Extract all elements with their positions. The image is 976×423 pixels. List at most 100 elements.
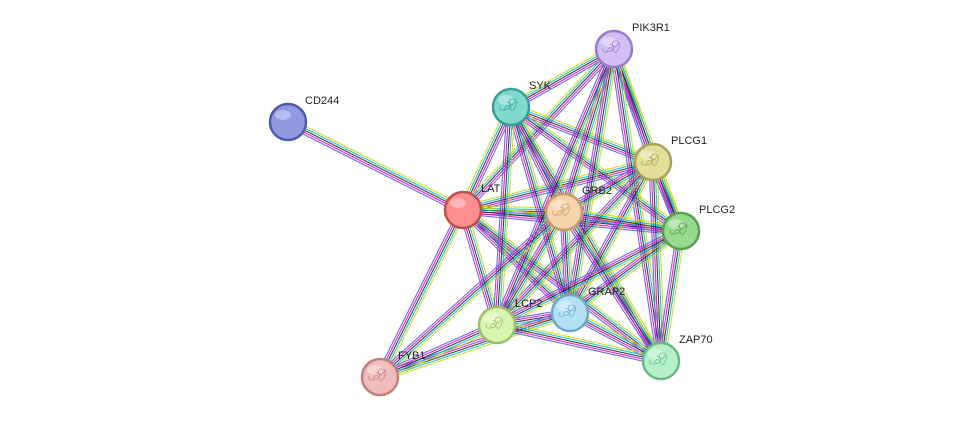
- edge-evidence-line: [563, 215, 681, 236]
- node-cd244[interactable]: CD244: [268, 95, 339, 142]
- edge-evidence-line: [497, 232, 683, 328]
- edge-plcg1-lcp2[interactable]: [493, 158, 657, 329]
- node-fyb1[interactable]: FYB1: [360, 350, 426, 397]
- edge-evidence-line: [496, 328, 661, 366]
- node-circle[interactable]: [633, 142, 673, 182]
- edge-evidence-line: [378, 210, 564, 376]
- node-highlight: [557, 301, 573, 311]
- node-label: GRB2: [582, 185, 612, 197]
- node-lat[interactable]: LAT: [443, 183, 501, 230]
- edge-syk-grap2[interactable]: [506, 105, 575, 315]
- edge-pik3r1-lcp2[interactable]: [492, 47, 619, 327]
- edge-grap2-fyb1[interactable]: [378, 308, 572, 382]
- edge-evidence-line: [498, 49, 617, 326]
- node-circle[interactable]: [360, 357, 400, 397]
- edge-evidence-line: [496, 48, 615, 326]
- node-highlight: [498, 95, 514, 105]
- edge-evidence-line: [567, 48, 613, 313]
- edge-evidence-line: [496, 211, 565, 326]
- edge-evidence-line: [492, 106, 508, 325]
- edge-evidence-line: [496, 326, 661, 364]
- edge-lat-fyb1[interactable]: [375, 207, 468, 380]
- edge-plcg2-lcp2[interactable]: [494, 226, 684, 330]
- edge-lcp2-fyb1[interactable]: [378, 320, 499, 382]
- edge-evidence-line: [498, 212, 567, 327]
- edge-evidence-line: [611, 49, 660, 362]
- edge-pik3r1-plcg2[interactable]: [609, 47, 686, 233]
- node-syk[interactable]: SYK: [491, 80, 552, 127]
- edge-evidence-line: [512, 106, 573, 313]
- edge-evidence-line: [563, 213, 681, 234]
- edge-evidence-line: [609, 50, 678, 233]
- edge-pik3r1-grap2[interactable]: [565, 48, 619, 314]
- edge-evidence-line: [460, 210, 496, 326]
- edge-evidence-line: [381, 316, 572, 382]
- edge-evidence-line: [664, 231, 686, 362]
- node-circle[interactable]: [641, 341, 681, 381]
- node-plcg2[interactable]: PLCG2: [661, 204, 735, 251]
- node-circle[interactable]: [491, 87, 531, 127]
- edge-evidence-line: [379, 312, 571, 378]
- edge-evidence-line: [379, 209, 464, 378]
- protein-structure-icon: [485, 316, 503, 329]
- edge-evidence-line: [466, 208, 502, 325]
- node-circle[interactable]: [268, 102, 308, 142]
- edge-evidence-line: [381, 210, 466, 379]
- protein-structure-icon: [669, 222, 687, 235]
- node-plcg1[interactable]: PLCG1: [633, 135, 707, 182]
- edge-evidence-line: [567, 160, 652, 313]
- edge-plcg2-zap70[interactable]: [656, 230, 686, 362]
- node-circle[interactable]: [544, 192, 584, 232]
- edge-grb2-lcp2[interactable]: [493, 209, 568, 328]
- node-pik3r1[interactable]: PIK3R1: [594, 22, 670, 69]
- edge-lat-lcp2[interactable]: [458, 208, 502, 327]
- edge-evidence-line: [561, 48, 613, 212]
- node-grap2[interactable]: GRAP2: [550, 286, 625, 333]
- node-highlight: [551, 200, 567, 210]
- node-zap70[interactable]: ZAP70: [641, 334, 713, 381]
- edge-syk-lcp2[interactable]: [492, 106, 516, 326]
- edge-lcp2-zap70[interactable]: [496, 320, 662, 366]
- edge-evidence-line: [510, 106, 571, 314]
- edge-evidence-line: [498, 163, 655, 327]
- edge-evidence-line: [500, 107, 516, 326]
- node-grb2[interactable]: GRB2: [544, 185, 612, 232]
- edge-grb2-plcg2[interactable]: [563, 207, 682, 236]
- edge-evidence-line: [573, 163, 657, 316]
- edge-evidence-line: [289, 117, 466, 207]
- edge-evidence-line: [650, 162, 660, 362]
- node-circle[interactable]: [443, 190, 483, 230]
- edge-evidence-line: [564, 207, 682, 228]
- node-highlight: [275, 110, 291, 120]
- edge-evidence-line: [660, 230, 682, 362]
- edge-evidence-line: [506, 107, 567, 315]
- edge-evidence-line: [383, 211, 468, 380]
- node-circle[interactable]: [594, 29, 634, 69]
- edge-evidence-line: [494, 48, 613, 325]
- edge-evidence-line: [563, 211, 682, 232]
- edge-evidence-line: [495, 160, 652, 324]
- edge-evidence-line: [658, 230, 680, 361]
- edge-evidence-line: [375, 207, 460, 376]
- protein-structure-icon: [602, 40, 620, 53]
- edge-evidence-line: [498, 107, 514, 326]
- edge-evidence-line: [377, 208, 462, 377]
- edge-evidence-line: [495, 228, 681, 324]
- edge-evidence-line: [617, 47, 686, 230]
- edge-evidence-line: [379, 211, 565, 378]
- edge-evidence-line: [500, 50, 619, 327]
- edge-evidence-line: [494, 106, 510, 325]
- edge-cd244-lat[interactable]: [285, 117, 466, 215]
- protein-structure-icon: [368, 368, 386, 381]
- edge-evidence-line: [613, 48, 662, 362]
- edge-syk-pik3r1[interactable]: [508, 45, 617, 111]
- edge-evidence-line: [569, 48, 615, 314]
- edge-evidence-line: [564, 209, 682, 230]
- node-label: PLCG1: [671, 135, 707, 147]
- node-circle[interactable]: [661, 211, 701, 251]
- edge-evidence-line: [497, 322, 662, 360]
- edge-grb2-fyb1[interactable]: [376, 208, 568, 381]
- node-circle[interactable]: [477, 305, 517, 345]
- node-lcp2[interactable]: LCP2: [477, 298, 543, 345]
- node-circle[interactable]: [550, 293, 590, 333]
